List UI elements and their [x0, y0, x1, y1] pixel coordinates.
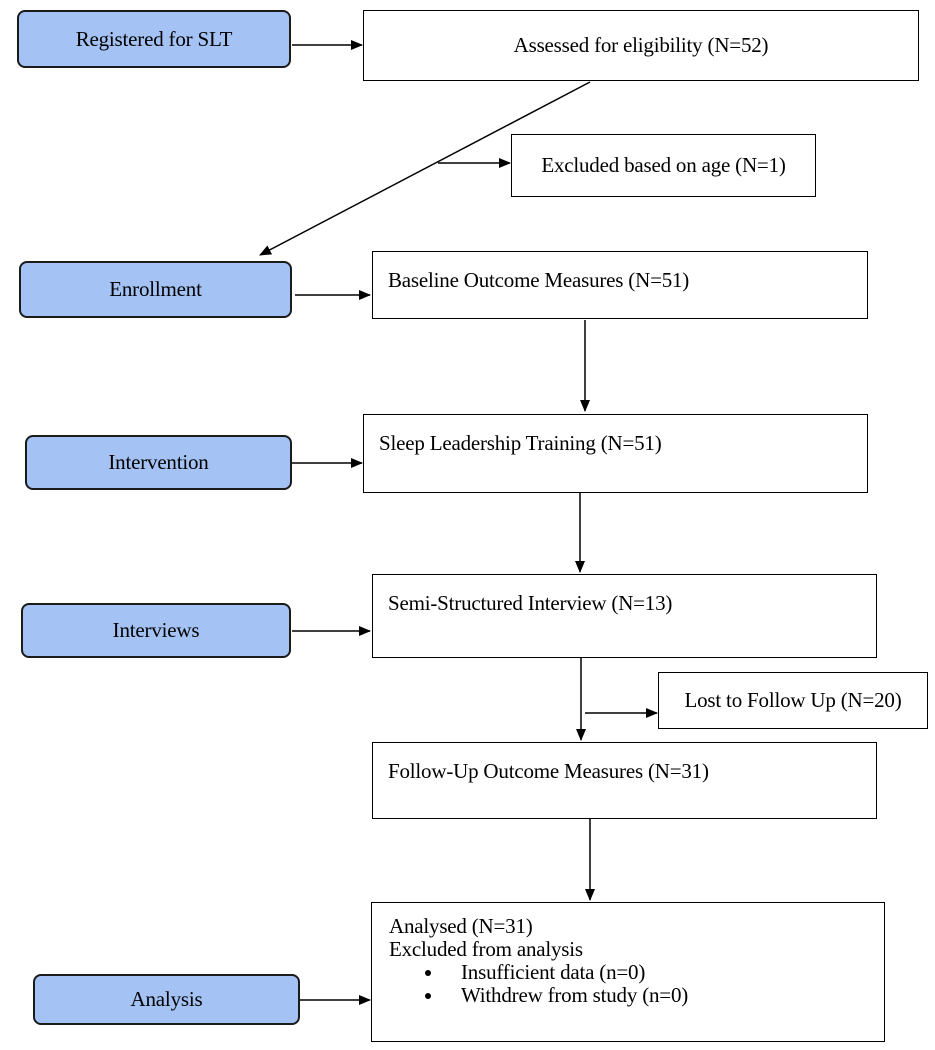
withdrew-label: Withdrew from study (n=0): [461, 983, 689, 1007]
analysed-subtitle: Excluded from analysis: [389, 937, 583, 961]
stage-interviews: Interviews: [21, 603, 291, 658]
stage-registered: Registered for SLT: [17, 10, 291, 68]
box-baseline-measures: Baseline Outcome Measures (N=51): [372, 251, 868, 319]
bullet-icon: [425, 992, 431, 999]
sleep-training-label: Sleep Leadership Training (N=51): [379, 431, 662, 455]
excluded-age-label: Excluded based on age (N=1): [541, 153, 786, 177]
stage-enrollment-label: Enrollment: [109, 277, 202, 301]
stage-registered-label: Registered for SLT: [75, 26, 233, 51]
analysed-title: Analysed (N=31): [389, 914, 533, 938]
lost-follow-up-label: Lost to Follow Up (N=20): [684, 688, 902, 712]
bullet-withdrew: Withdrew from study (n=0): [389, 984, 884, 1007]
box-follow-up-measures: Follow-Up Outcome Measures (N=31): [372, 742, 877, 819]
bullet-insufficient-data: Insufficient data (n=0): [389, 961, 884, 984]
box-assessed-eligibility: Assessed for eligibility (N=52): [363, 10, 919, 81]
box-sleep-training: Sleep Leadership Training (N=51): [363, 414, 868, 493]
stage-analysis: Analysis: [33, 974, 300, 1025]
box-excluded-age: Excluded based on age (N=1): [511, 134, 816, 197]
follow-up-label: Follow-Up Outcome Measures (N=31): [388, 759, 709, 783]
stage-enrollment: Enrollment: [19, 261, 292, 318]
stage-intervention-label: Intervention: [108, 450, 209, 474]
stage-analysis-label: Analysis: [130, 987, 203, 1011]
assessed-label: Assessed for eligibility (N=52): [513, 33, 769, 57]
semi-structured-label: Semi-Structured Interview (N=13): [388, 591, 673, 615]
baseline-label: Baseline Outcome Measures (N=51): [388, 268, 690, 292]
stage-interviews-label: Interviews: [112, 618, 200, 642]
stage-intervention: Intervention: [25, 435, 292, 490]
box-analysed: Analysed (N=31) Excluded from analysis I…: [371, 902, 885, 1042]
box-lost-follow-up: Lost to Follow Up (N=20): [658, 672, 928, 729]
arrow-assessed-to-enrollment: [259, 81, 591, 256]
box-semi-structured-interview: Semi-Structured Interview (N=13): [372, 574, 877, 658]
insufficient-data-label: Insufficient data (n=0): [461, 960, 646, 984]
bullet-icon: [425, 969, 431, 976]
